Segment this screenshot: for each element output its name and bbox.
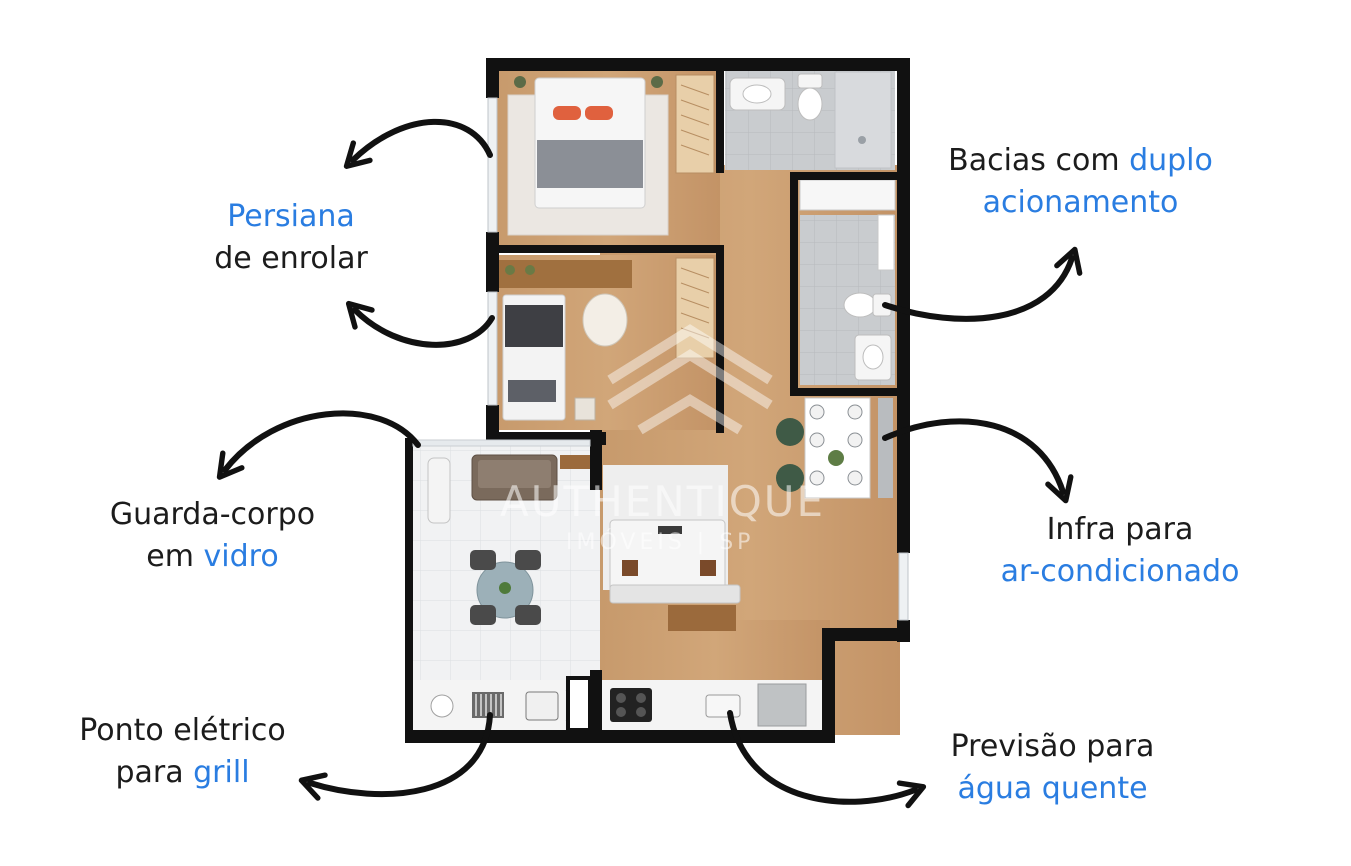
label-persiana: Persiana de enrolar [196, 196, 386, 280]
label-guarda-corpo-prefix: em [146, 539, 204, 574]
balcony-furniture [427, 454, 558, 625]
living-room-furniture [560, 455, 741, 631]
label-persiana-highlight: Persiana [227, 199, 355, 234]
watermark-name: AUTHENTIQUE [500, 477, 826, 526]
bathroom-1-fixtures [729, 71, 892, 169]
arrow-previsao [727, 710, 927, 809]
label-bacias-prefix: Bacias com [948, 143, 1130, 178]
arrow-guarda-corpo [216, 410, 421, 480]
label-persiana-text: de enrolar [214, 241, 368, 276]
annotation-arrows [216, 118, 1083, 809]
arrow-persiana-bottom [345, 300, 495, 348]
arrow-persiana-top [343, 118, 493, 169]
bedroom-1-furniture [507, 74, 715, 236]
label-bacias: Bacias com duplo acionamento [918, 140, 1243, 224]
arrow-infra [882, 418, 1074, 504]
label-guarda-corpo-highlight: vidro [203, 539, 279, 574]
bedroom-2-furniture [497, 257, 715, 421]
arrow-ponto-eletrico [298, 712, 493, 801]
dining-area [776, 397, 893, 499]
label-guarda-corpo-line1: Guarda-corpo [109, 497, 316, 532]
label-previsao: Previsão para água quente [920, 726, 1185, 810]
label-bacias-highlight2: acionamento [982, 185, 1179, 220]
label-guarda-corpo: Guarda-corpo em vidro [80, 494, 345, 578]
label-ponto-eletrico-prefix: para [115, 755, 194, 790]
arrow-bacias [882, 246, 1083, 322]
label-bacias-highlight1: duplo [1129, 143, 1213, 178]
bathroom-2-fixtures [799, 179, 896, 381]
label-ponto-eletrico-highlight: grill [193, 755, 250, 790]
label-ponto-eletrico: Ponto elétrico para grill [50, 710, 315, 794]
label-previsao-line1: Previsão para [950, 729, 1155, 764]
watermark-logo [607, 324, 773, 435]
label-infra-highlight: ar-condicionado [1000, 554, 1240, 589]
label-previsao-highlight: água quente [957, 771, 1148, 806]
watermark-sub: IMÓVEIS | SP [566, 530, 755, 555]
walls [405, 58, 910, 743]
kitchen-and-grill-counter [430, 676, 807, 732]
label-infra: Infra para ar-condicionado [965, 509, 1275, 593]
label-ponto-eletrico-line1: Ponto elétrico [79, 713, 286, 748]
label-infra-line1: Infra para [1046, 512, 1194, 547]
